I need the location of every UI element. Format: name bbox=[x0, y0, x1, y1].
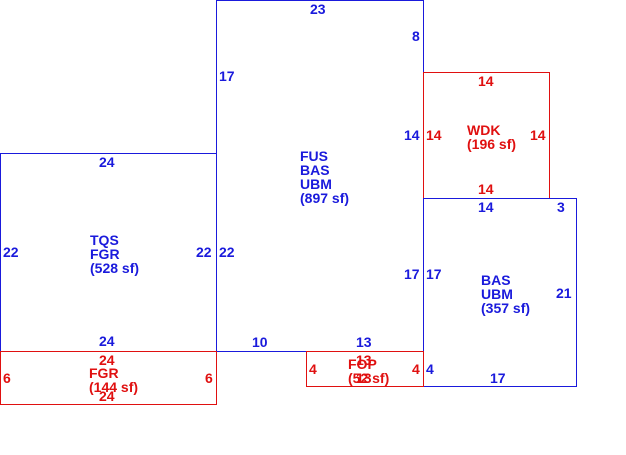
dim-fus-left-upper: 17 bbox=[219, 68, 235, 84]
dim-fus-top: 23 bbox=[310, 1, 326, 17]
bas-code-1: BAS bbox=[481, 272, 511, 288]
fgr-area-value: (144 sf) bbox=[89, 379, 139, 395]
bas-code-2: UBM bbox=[481, 286, 513, 302]
dim-fgr-left: 6 bbox=[3, 370, 11, 386]
dim-fop-left: 4 bbox=[309, 361, 317, 377]
tqs-code-1: TQS bbox=[90, 232, 119, 248]
fop-code: FOP bbox=[348, 356, 377, 372]
fus-code-2: BAS bbox=[300, 162, 330, 178]
bas-area-value: (357 sf) bbox=[481, 300, 531, 316]
wdk-area-label: WDK (196 sf) bbox=[467, 123, 516, 151]
fus-area-value: (897 sf) bbox=[300, 190, 350, 206]
dim-fus-left-lower: 22 bbox=[219, 244, 235, 260]
dim-fus-bottom-right: 13 bbox=[356, 334, 372, 350]
dim-bas-top-right: 3 bbox=[557, 199, 565, 215]
dim-wdk-left: 14 bbox=[426, 127, 442, 143]
fus-code-3: UBM bbox=[300, 176, 332, 192]
dim-fgr-top: 24 bbox=[99, 352, 115, 368]
dim-fgr-right: 6 bbox=[205, 370, 213, 386]
dim-bas-bottom: 17 bbox=[490, 370, 506, 386]
fgr-area-label: FGR (144 sf) bbox=[89, 366, 138, 394]
dim-fus-right-upper: 8 bbox=[412, 28, 420, 44]
dim-wdk-right: 14 bbox=[530, 127, 546, 143]
fus-area-label: FUS BAS UBM (897 sf) bbox=[300, 149, 349, 205]
fop-area-value: (52 sf) bbox=[348, 370, 390, 386]
dim-fgr-bottom: 24 bbox=[99, 388, 115, 404]
dim-bas-left: 17 bbox=[426, 266, 442, 282]
bas-outline bbox=[423, 198, 577, 387]
dim-wdk-bottom: 14 bbox=[478, 181, 494, 197]
dim-fus-right-lower: 17 bbox=[404, 266, 420, 282]
dim-tqs-left: 22 bbox=[3, 244, 19, 260]
dim-fop-top: 13 bbox=[356, 352, 372, 368]
fus-code-1: FUS bbox=[300, 148, 328, 164]
dim-tqs-bottom: 24 bbox=[99, 333, 115, 349]
dim-fus-bottom-left: 10 bbox=[252, 334, 268, 350]
tqs-area-label: TQS FGR (528 sf) bbox=[90, 233, 139, 275]
dim-bas-left-lower: 4 bbox=[426, 361, 434, 377]
fgr-outline bbox=[0, 351, 217, 405]
bas-area-label: BAS UBM (357 sf) bbox=[481, 273, 530, 315]
tqs-area-value: (528 sf) bbox=[90, 260, 140, 276]
wdk-area-value: (196 sf) bbox=[467, 136, 517, 152]
dim-tqs-top: 24 bbox=[99, 154, 115, 170]
fop-outline bbox=[306, 351, 424, 387]
fgr-code: FGR bbox=[89, 365, 119, 381]
dim-fop-right: 4 bbox=[412, 361, 420, 377]
wdk-code: WDK bbox=[467, 122, 501, 138]
dim-bas-right: 21 bbox=[556, 285, 572, 301]
dim-fus-right-mid: 14 bbox=[404, 127, 420, 143]
dim-wdk-top: 14 bbox=[478, 73, 494, 89]
fop-area-label: FOP (52 sf) bbox=[348, 357, 389, 385]
dim-bas-top: 14 bbox=[478, 199, 494, 215]
dim-tqs-right: 22 bbox=[196, 244, 212, 260]
tqs-code-2: FGR bbox=[90, 246, 120, 262]
dim-fop-bottom: 13 bbox=[356, 370, 372, 386]
